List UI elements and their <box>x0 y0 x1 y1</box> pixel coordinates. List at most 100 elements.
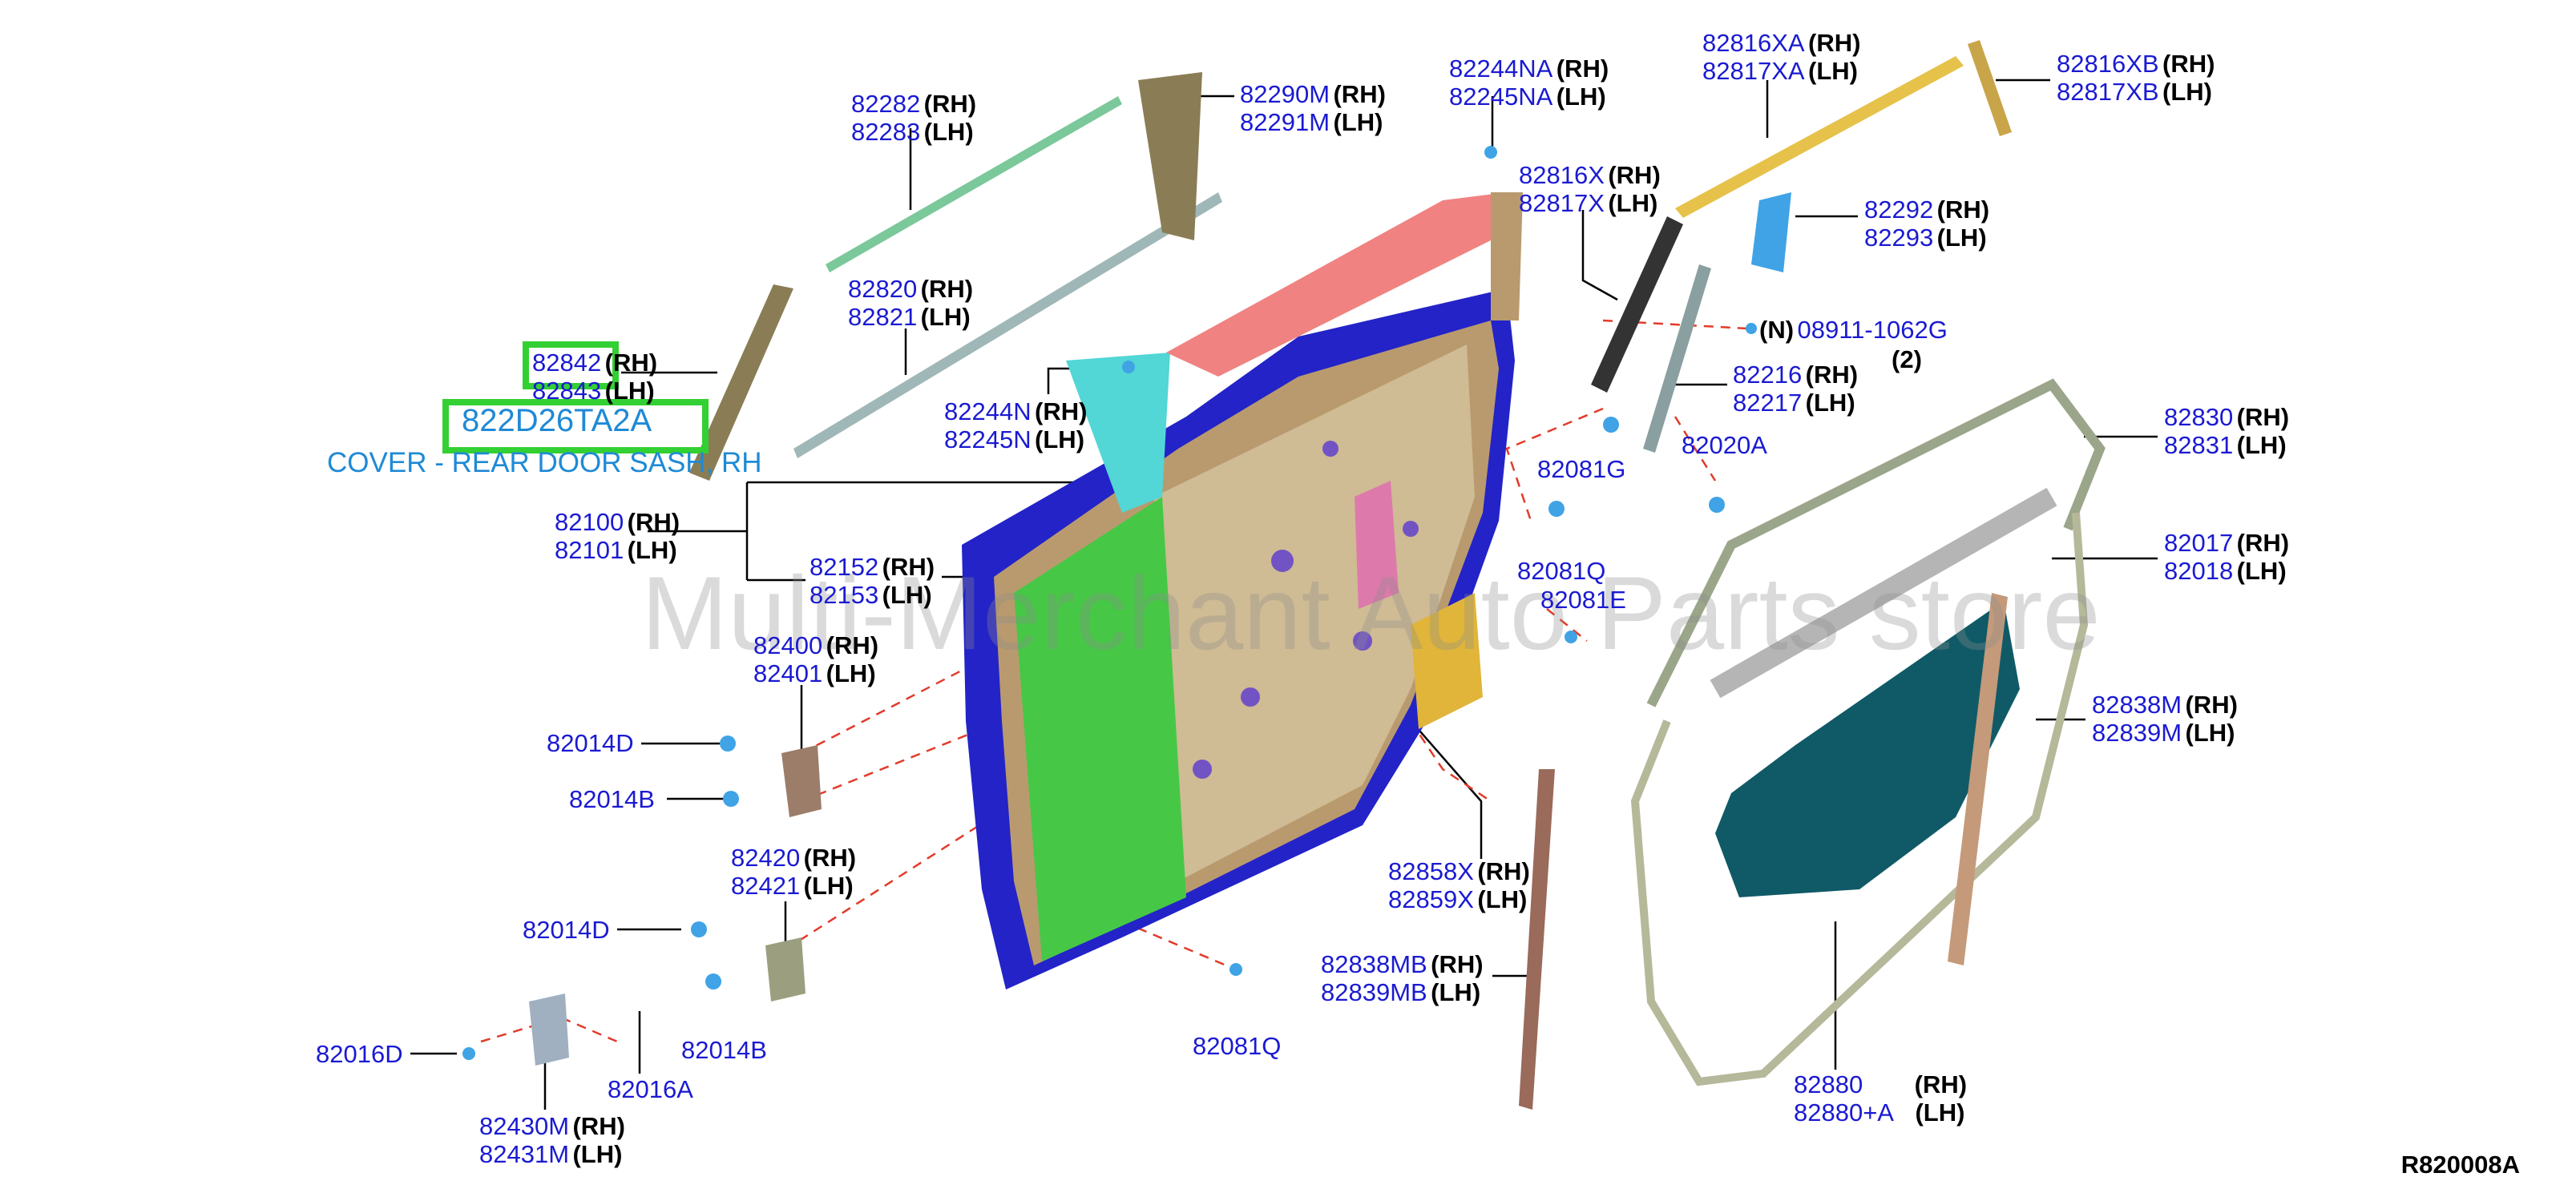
callout-82016d[interactable]: 82016D <box>316 1040 403 1068</box>
part-number[interactable]: 08911-1062G <box>1797 316 1948 344</box>
part-number[interactable]: 82880+A <box>1794 1098 1894 1127</box>
part-number[interactable]: 82292 <box>1864 195 1934 224</box>
drawing-code: R820008A <box>2400 1151 2520 1179</box>
leader-82858x <box>1414 724 1483 859</box>
part-number[interactable]: 82017 <box>2164 529 2234 557</box>
part-number[interactable]: 82838M <box>2092 691 2182 719</box>
callout-82014d-top[interactable]: 82014D <box>547 729 634 757</box>
side-tag: (RH) <box>826 631 879 659</box>
note-tag: (N) <box>1759 316 1795 344</box>
part-number[interactable]: 82817XB <box>2057 78 2159 106</box>
part-number[interactable]: 82420 <box>731 844 801 872</box>
callout-82100: 82100 (RH) 82101 (LH) <box>555 510 680 562</box>
pad-82858x <box>1411 593 1483 729</box>
part-number[interactable]: 82018 <box>2164 557 2234 585</box>
part-number[interactable]: 82839MB <box>1321 978 1427 1006</box>
part-number[interactable]: 82843 <box>532 377 602 405</box>
part-number[interactable]: 82217 <box>1733 389 1803 417</box>
check-link-82430m <box>529 994 569 1066</box>
part-number[interactable]: 82880 <box>1794 1070 1863 1098</box>
side-tag: (RH) <box>572 1112 625 1140</box>
callout-82152: 82152 (RH) 82153 (LH) <box>810 554 935 607</box>
part-number[interactable]: 82293 <box>1864 224 1934 252</box>
callout-82081q-bot[interactable]: 82081Q <box>1193 1032 1282 1060</box>
side-tag: (LH) <box>1431 978 1481 1006</box>
side-tag: (LH) <box>803 872 854 900</box>
part-number[interactable]: 82245NA <box>1449 83 1553 111</box>
side-tag: (RH) <box>882 553 935 581</box>
part-number[interactable]: 82838MB <box>1321 950 1427 978</box>
part-number[interactable]: 82830 <box>2164 403 2234 431</box>
quantity-tag: (2) <box>1892 345 1922 373</box>
part-number[interactable]: 82817XA <box>1702 57 1805 85</box>
part-number[interactable]: 82816XA <box>1702 29 1805 57</box>
part-number[interactable]: 82216 <box>1733 361 1803 389</box>
part-number[interactable]: 82401 <box>753 659 823 687</box>
callout-82016a[interactable]: 82016A <box>608 1075 693 1103</box>
side-tag: (RH) <box>604 349 658 377</box>
frame-82830 <box>1646 378 2106 707</box>
part-number[interactable]: 82430M <box>479 1112 570 1140</box>
part-number[interactable]: 82820 <box>848 275 918 303</box>
part-number[interactable]: 82290M <box>1240 80 1330 108</box>
part-number[interactable]: 82153 <box>810 581 879 609</box>
callout-82014b-top[interactable]: 82014B <box>569 785 655 813</box>
part-number[interactable]: 82831 <box>2164 431 2234 459</box>
callout-82244na: 82244NA (RH) 82245NA (LH) <box>1449 56 1609 109</box>
callout-82290m: 82290M (RH) 82291M (LH) <box>1240 82 1386 135</box>
part-number[interactable]: 82839M <box>2092 719 2182 747</box>
part-number[interactable]: 82101 <box>555 536 624 564</box>
part-number[interactable]: 82859X <box>1388 885 1474 913</box>
side-tag: (RH) <box>1914 1070 1968 1098</box>
side-tag: (LH) <box>1808 57 1858 85</box>
side-tag: (LH) <box>1556 83 1606 111</box>
part-number[interactable]: 82283 <box>851 118 921 146</box>
part-number[interactable]: 82842 <box>532 349 602 377</box>
part-number[interactable]: 82291M <box>1240 108 1330 136</box>
highlighted-part-number[interactable]: 822D26TA2A <box>462 403 652 438</box>
callout-82081e[interactable]: 82081E <box>1540 586 1626 614</box>
callout-82292: 82292 (RH) 82293 (LH) <box>1864 197 1989 250</box>
part-number[interactable]: 82244NA <box>1449 54 1553 83</box>
callout-82014d-bot[interactable]: 82014D <box>523 916 610 944</box>
part-number[interactable]: 82282 <box>851 90 921 118</box>
side-tag: (RH) <box>1431 950 1484 978</box>
part-number[interactable]: 82421 <box>731 872 801 900</box>
part-number[interactable]: 82816XB <box>2057 50 2159 78</box>
part-number[interactable]: 82152 <box>810 553 879 581</box>
side-tag: (LH) <box>1915 1098 1965 1127</box>
callout-82216: 82216 (RH) 82217 (LH) <box>1733 362 1858 415</box>
strip-82816xa <box>1675 56 1964 218</box>
part-number[interactable]: 82100 <box>555 508 624 536</box>
part-number[interactable]: 82244N <box>944 397 1032 425</box>
moulding-82820 <box>793 192 1222 458</box>
side-tag: (LH) <box>2236 431 2287 459</box>
side-tag: (LH) <box>1477 885 1528 913</box>
part-number[interactable]: 82400 <box>753 631 823 659</box>
side-tag: (LH) <box>826 659 876 687</box>
garnish-82290m <box>1138 72 1202 240</box>
callout-82420: 82420 (RH) 82421 (LH) <box>731 845 856 898</box>
callout-82020a[interactable]: 82020A <box>1682 431 1767 459</box>
part-number[interactable]: 82431M <box>479 1140 570 1168</box>
hinge-82420 <box>765 937 806 1002</box>
part-number[interactable]: 82858X <box>1388 857 1474 885</box>
side-tag: (LH) <box>604 377 655 405</box>
strip-82816xb <box>1968 40 2012 136</box>
callout-82081q-top[interactable]: 82081Q <box>1517 557 1606 585</box>
side-tag: (RH) <box>923 90 977 118</box>
part-number[interactable]: 82821 <box>848 303 918 331</box>
part-number[interactable]: 82816X <box>1519 161 1605 189</box>
callout-82014b-bot[interactable]: 82014B <box>681 1036 767 1064</box>
channel-82216 <box>1643 264 1711 453</box>
seal-loop <box>1630 512 2089 1086</box>
side-tag: (LH) <box>1333 108 1383 136</box>
fasteners <box>462 146 1757 1060</box>
sash-cover-part <box>689 284 793 481</box>
callout-82430m: 82430M (RH) 82431M (LH) <box>479 1114 625 1167</box>
part-number[interactable]: 82245N <box>944 425 1032 453</box>
part-number[interactable]: 82817X <box>1519 189 1605 217</box>
side-tag: (RH) <box>1808 29 1861 57</box>
callout-82820: 82820 (RH) 82821 (LH) <box>848 276 973 329</box>
callout-82081g[interactable]: 82081G <box>1537 455 1626 483</box>
